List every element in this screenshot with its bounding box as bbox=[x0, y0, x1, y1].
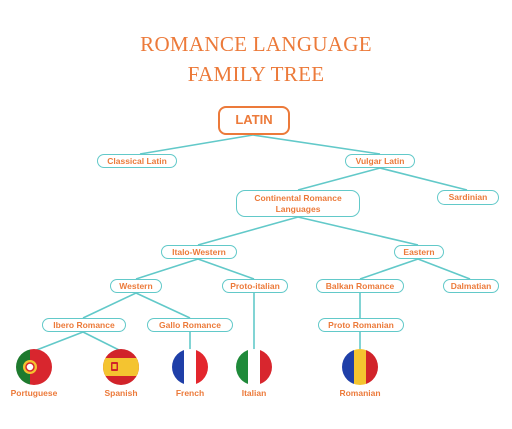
node-vulgar-latin: Vulgar Latin bbox=[345, 154, 415, 168]
node-western: Western bbox=[110, 279, 162, 293]
language-label-spanish: Spanish bbox=[104, 388, 138, 398]
node-sardinian: Sardinian bbox=[437, 190, 499, 205]
node-classical-latin: Classical Latin bbox=[97, 154, 177, 168]
node-proto-romanian: Proto Romanian bbox=[318, 318, 404, 332]
france-flag-icon bbox=[172, 349, 208, 385]
title-line-2: FAMILY TREE bbox=[187, 62, 325, 86]
node-balkan-romance: Balkan Romance bbox=[316, 279, 404, 293]
node-ibero-romance: Ibero Romance bbox=[42, 318, 126, 332]
node-proto-italian: Proto-italian bbox=[222, 279, 288, 293]
romania-flag-icon bbox=[342, 349, 378, 385]
portugal-flag-icon bbox=[16, 349, 52, 385]
language-label-french: French bbox=[175, 388, 205, 398]
language-label-romanian: Romanian bbox=[339, 388, 381, 398]
node-latin: LATIN bbox=[218, 106, 290, 135]
language-label-italian: Italian bbox=[241, 388, 267, 398]
language-label-portuguese: Portuguese bbox=[10, 388, 58, 398]
spain-flag-icon bbox=[103, 349, 139, 385]
node-eastern: Eastern bbox=[394, 245, 444, 259]
title-line-1: ROMANCE LANGUAGE bbox=[140, 32, 372, 56]
node-italo-western: Italo-Western bbox=[161, 245, 237, 259]
node-dalmatian: Dalmatian bbox=[443, 279, 499, 293]
node-continental-romance: Continental Romance Languages bbox=[236, 190, 360, 217]
italy-flag-icon bbox=[236, 349, 272, 385]
node-gallo-romance: Gallo Romance bbox=[147, 318, 233, 332]
